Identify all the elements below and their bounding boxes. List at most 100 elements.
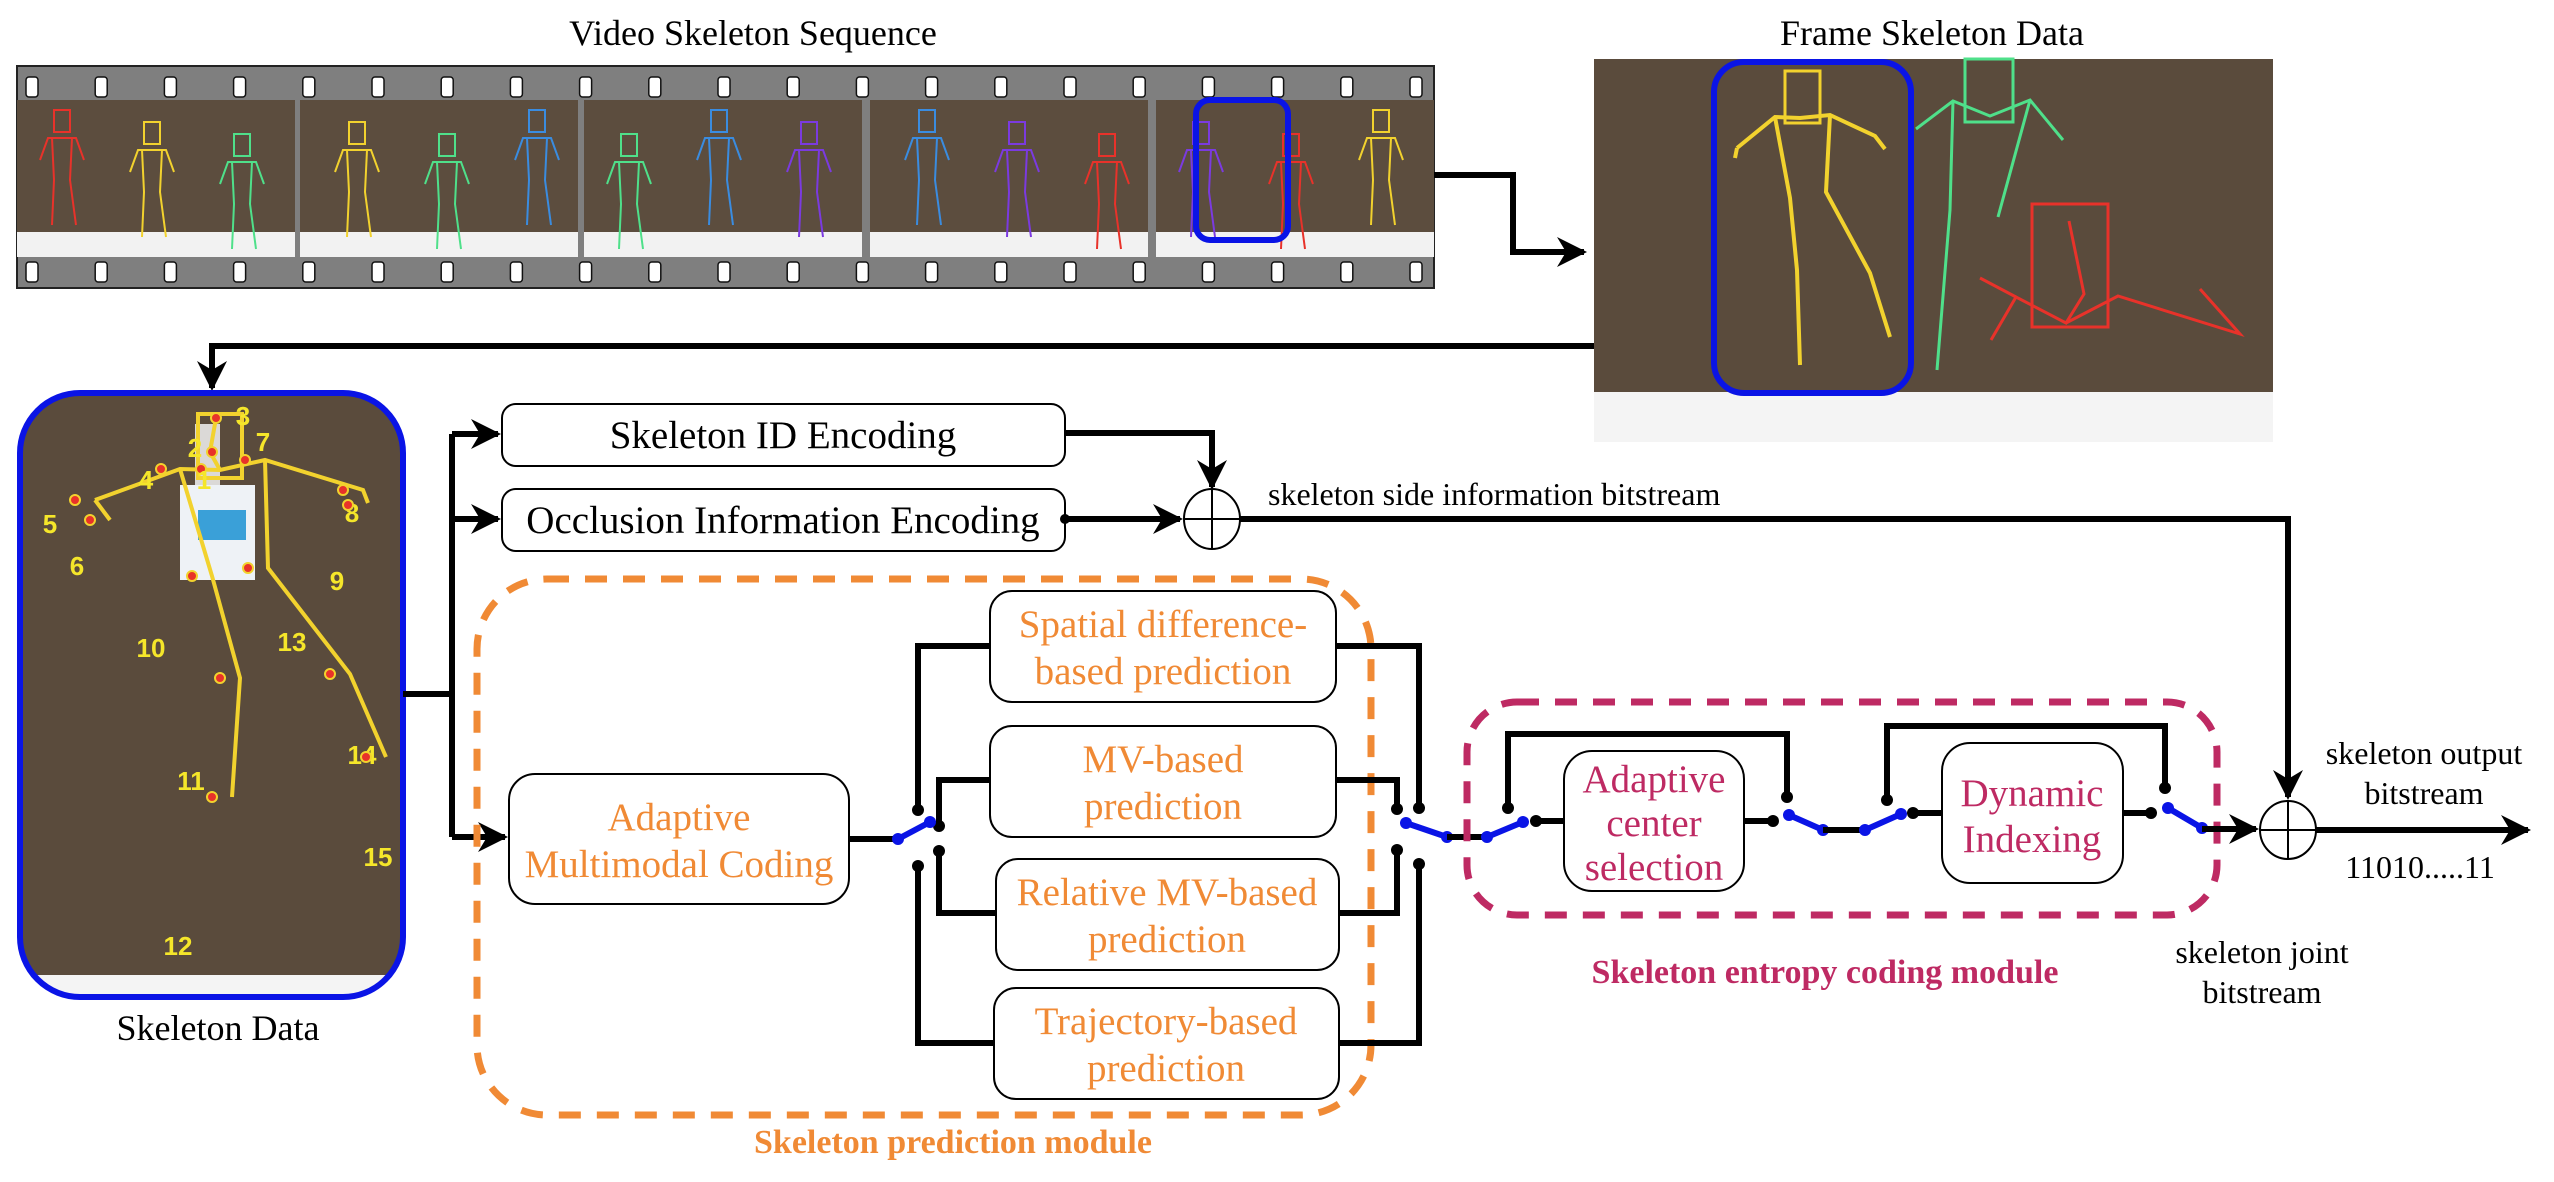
predictor-trajectory-based[interactable]: Trajectory-based prediction — [993, 987, 1340, 1100]
joint-point — [84, 514, 96, 526]
film-skeleton — [994, 121, 1040, 238]
joint-point — [214, 672, 226, 684]
frame-to-skeleton-data-arrow — [197, 343, 1594, 391]
sprocket-hole — [302, 76, 316, 98]
sprocket-hole — [855, 261, 870, 283]
sprocket-hole — [1201, 261, 1216, 283]
adaptive-multimodal-coding-line2: Multimodal Coding — [525, 843, 834, 886]
joint-number: 1 — [197, 465, 211, 495]
film-sprocket-holes — [25, 76, 1423, 283]
output-bitstream-label-line2: bitstream — [2364, 775, 2483, 811]
predictor-relative-mv-based[interactable]: Relative MV-based prediction — [995, 858, 1340, 971]
sprocket-hole — [994, 76, 1008, 98]
sprocket-hole — [94, 76, 108, 98]
sprocket-hole — [1409, 261, 1423, 283]
film-skeleton — [904, 109, 950, 226]
sprocket-hole — [648, 261, 662, 283]
frame-skeleton-red — [1979, 202, 2245, 341]
occlusion-encoding-label: Occlusion Information Encoding — [526, 499, 1039, 542]
video-film-strip — [16, 65, 1435, 289]
output-bitstream-label-line1: skeleton output — [2326, 735, 2523, 771]
joint-number: 3 — [236, 401, 250, 431]
sprocket-hole — [509, 76, 524, 98]
id-to-merge-arrow — [1065, 430, 1227, 490]
center-selection-line2: center — [1606, 802, 1701, 845]
skeleton-photo-snow — [20, 975, 403, 997]
film-skeleton — [1084, 133, 1130, 250]
prediction-module-label: Skeleton prediction module — [754, 1124, 1152, 1161]
adaptive-multimodal-coding-box[interactable]: Adaptive Multimodal Coding — [508, 773, 850, 905]
predictor-trajectory-line2: prediction — [1087, 1047, 1245, 1090]
joint-number: 10 — [137, 633, 166, 663]
joint-point — [69, 494, 81, 506]
sprocket-hole — [717, 76, 731, 98]
joint-point — [337, 484, 349, 496]
sprocket-hole — [440, 76, 454, 98]
skeleton-data-label: Skeleton Data — [117, 1008, 320, 1048]
output-merge-symbol — [2259, 800, 2317, 860]
joint-number: 2 — [188, 433, 202, 463]
joint-number: 15 — [364, 842, 393, 872]
sprocket-hole — [717, 261, 731, 283]
joint-point — [206, 446, 218, 458]
sprocket-hole — [1409, 76, 1423, 98]
sprocket-hole — [25, 76, 39, 98]
sprocket-hole — [1340, 76, 1354, 98]
sprocket-hole — [648, 76, 662, 98]
predictor-mv-line1: MV-based — [1082, 738, 1244, 781]
sprocket-hole — [1340, 261, 1354, 283]
predictor-relative-mv-line1: Relative MV-based — [1017, 871, 1318, 914]
sprocket-hole — [994, 261, 1008, 283]
predictor-spatial-line2: based prediction — [1035, 650, 1292, 693]
joint-number: 12 — [164, 931, 193, 961]
joint-point — [242, 562, 254, 574]
film-skeleton — [1358, 109, 1404, 226]
frame-photo — [1594, 59, 2273, 442]
predictor-boxes: Spatial difference- based prediction MV-… — [989, 590, 1340, 1100]
frame-skeleton-green — [1915, 57, 2065, 371]
sprocket-hole — [1132, 261, 1146, 283]
predictor-spatial-difference[interactable]: Spatial difference- based prediction — [989, 590, 1337, 703]
joint-number: 6 — [70, 551, 84, 581]
predictor-mv-based[interactable]: MV-based prediction — [989, 725, 1337, 838]
occlusion-encoding-box[interactable]: Occlusion Information Encoding — [501, 488, 1066, 552]
joint-point — [239, 454, 251, 466]
sprocket-hole — [232, 76, 247, 98]
film-frame — [1156, 100, 1434, 257]
skeleton-id-encoding-label: Skeleton ID Encoding — [610, 414, 957, 457]
joint-point — [324, 668, 336, 680]
frame-skeleton-image — [1594, 57, 2273, 442]
sprocket-hole — [371, 76, 385, 98]
film-frame — [584, 100, 862, 257]
entropy-module-border — [1463, 698, 2221, 919]
joint-point — [360, 751, 372, 763]
joint-number: 7 — [256, 427, 270, 457]
dynamic-indexing-line2: Indexing — [1963, 818, 2102, 861]
sprocket-hole — [94, 261, 108, 283]
sprocket-hole — [440, 261, 454, 283]
joint-number: 11 — [177, 766, 205, 796]
skeleton-id-encoding-box[interactable]: Skeleton ID Encoding — [501, 403, 1066, 467]
center-selection-line1: Adaptive — [1583, 758, 1726, 801]
joint-point — [195, 463, 207, 475]
output-bits-value: 11010.....11 — [2345, 849, 2495, 885]
joint-number: 4 — [139, 465, 154, 495]
side-info-bitstream-line — [1240, 516, 2303, 800]
adaptive-multimodal-coding-line1: Adaptive — [608, 796, 751, 839]
dynamic-indexing-box[interactable]: Dynamic Indexing — [1941, 742, 2124, 884]
sprocket-hole — [1063, 261, 1077, 283]
film-skeleton — [696, 109, 742, 226]
adaptive-center-selection-box[interactable]: Adaptive center selection — [1563, 750, 1745, 892]
side-info-merge-symbol — [1183, 488, 1241, 550]
video-skeleton-sequence-title: Video Skeleton Sequence — [569, 13, 937, 53]
film-frames — [17, 100, 1434, 257]
film-skeleton — [606, 133, 652, 250]
sprocket-hole — [1063, 76, 1077, 98]
predictor-spatial-line1: Spatial difference- — [1019, 603, 1307, 646]
sprocket-hole — [163, 261, 178, 283]
side-info-bitstream-label: skeleton side information bitstream — [1268, 476, 1720, 512]
film-skeleton — [514, 109, 560, 226]
joint-number: 9 — [330, 566, 344, 596]
sprocket-hole — [786, 261, 800, 283]
